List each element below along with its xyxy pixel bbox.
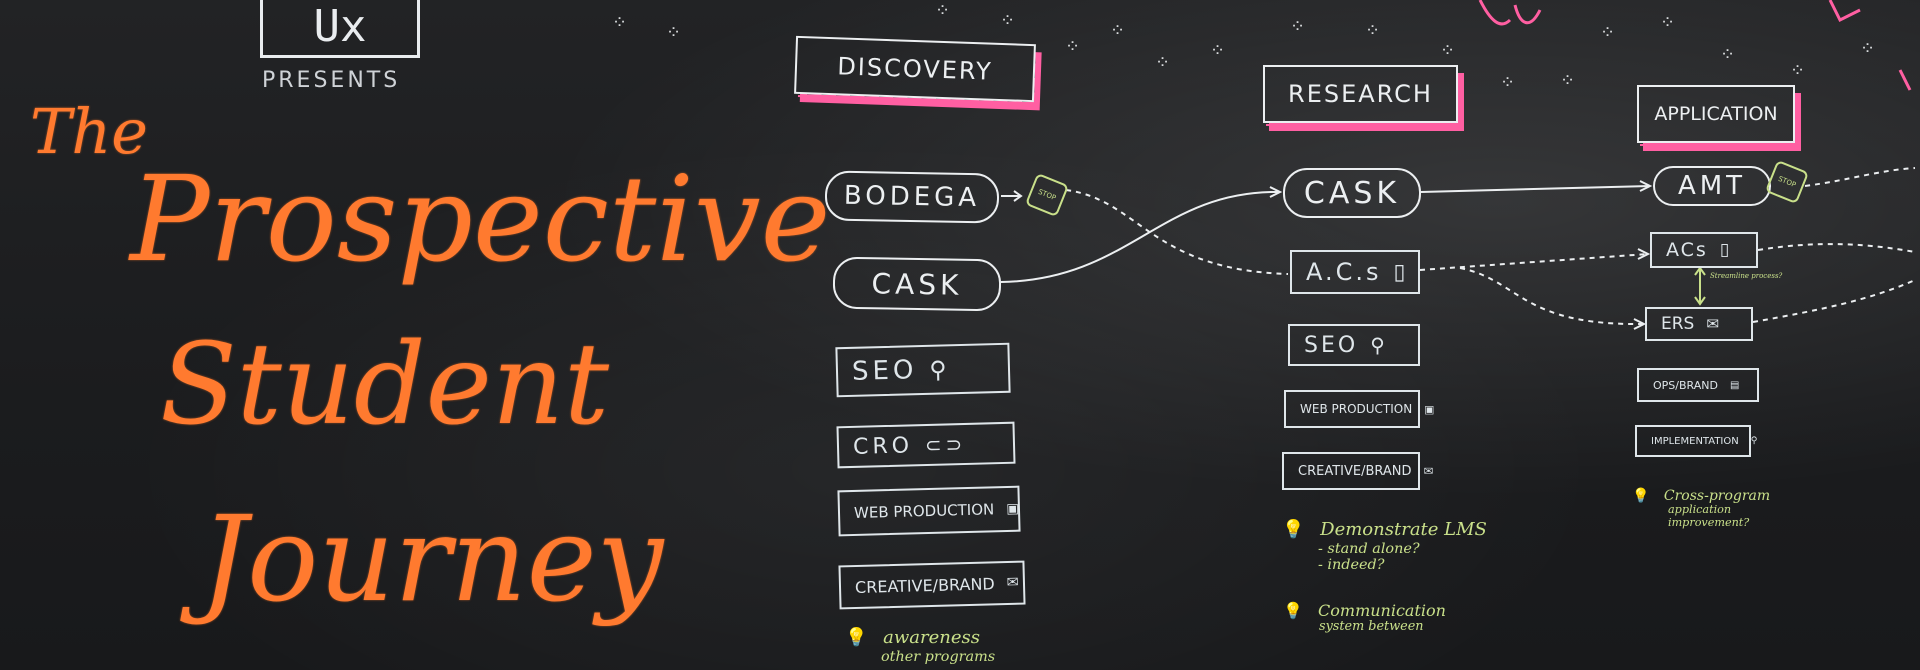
logo-text: Ux	[313, 1, 367, 52]
note-text: Cross-program	[1663, 488, 1771, 504]
node-label: WEB PRODUCTION	[1300, 402, 1413, 416]
bubble-doodle-icon: ⁘	[1600, 22, 1616, 43]
note-cross-program: 💡 Cross-program application improvement?	[1632, 488, 1770, 530]
bubble-doodle-icon: ⁘	[1560, 70, 1576, 91]
bubble-doodle-icon: ⁘	[1720, 44, 1736, 65]
computer-icon: ▣	[1006, 500, 1020, 517]
node-seo-research: SEO ⚲	[1288, 324, 1420, 366]
lightbulb-icon: 💡	[1283, 601, 1303, 620]
note-demonstrate-lms: 💡 Demonstrate LMS - stand alone? - indee…	[1282, 519, 1487, 574]
bubble-doodle-icon: ⁘	[1440, 40, 1456, 61]
phone-icon: ▯	[1393, 259, 1409, 285]
bubble-doodle-icon: ⁘	[1000, 10, 1016, 31]
node-label: ERS	[1661, 314, 1695, 334]
note-streamline: Streamline process?	[1710, 272, 1783, 280]
node-ers: ERS ✉	[1645, 307, 1753, 341]
node-label: SEO	[851, 355, 918, 387]
ux-logo: Ux	[260, 0, 420, 58]
node-implementation: IMPLEMENTATION ⚲	[1635, 425, 1757, 457]
node-cask-research: CASK	[1283, 168, 1421, 218]
node-label: WEB PRODUCTION	[853, 500, 995, 522]
bubble-doodle-icon: ⁘	[1155, 52, 1171, 73]
node-creative-brand-research: CREATIVE/BRAND ✉	[1282, 452, 1433, 490]
node-creative-brand-discovery: CREATIVE/BRAND ✉	[838, 560, 1026, 610]
note-text: Demonstrate LMS	[1320, 519, 1487, 540]
node-label: CREATIVE/BRAND	[854, 573, 995, 597]
bubble-doodle-icon: ⁘	[666, 22, 682, 43]
node-label: IMPLEMENTATION	[1651, 435, 1739, 447]
bubble-doodle-icon: ⁘	[1790, 60, 1806, 81]
node-label: A.C.s	[1306, 258, 1382, 286]
node-web-production-research: WEB PRODUCTION ▣	[1284, 390, 1434, 428]
note-subtext: application	[1668, 503, 1732, 517]
lightbulb-icon: 💡	[1632, 488, 1650, 504]
phone-icon: ⚲	[1750, 436, 1758, 446]
node-acs-application: ACs ▯	[1650, 232, 1758, 268]
node-amt: AMT	[1653, 166, 1771, 206]
bubble-doodle-icon: ⁘	[1290, 16, 1306, 37]
node-web-production-discovery: WEB PRODUCTION ▣	[837, 485, 1021, 537]
bubble-doodle-icon: ⁘	[1860, 38, 1876, 59]
stage-research: RESEARCH	[1263, 65, 1458, 123]
node-ops-brand: OPS/BRAND ▤	[1637, 368, 1759, 402]
bubble-doodle-icon: ⁘	[612, 12, 628, 33]
lightbulb-icon: 💡	[1282, 519, 1305, 540]
computer-icon: ▤	[1729, 379, 1740, 391]
lightbulb-icon: 💡	[845, 627, 868, 648]
bubble-doodle-icon: ⁘	[1110, 20, 1126, 41]
node-label: SEO	[1304, 332, 1359, 358]
envelope-icon: ✉	[1706, 315, 1720, 333]
magnifier-icon: ⚲	[1370, 333, 1388, 357]
bubble-doodle-icon: ⁘	[935, 0, 951, 21]
title-the: The	[30, 95, 148, 168]
note-communication: 💡 Communication system between	[1283, 601, 1446, 635]
envelope-icon: ✉	[1423, 464, 1434, 478]
phone-icon: ▯	[1719, 240, 1732, 260]
presents-label: PRESENTS	[262, 68, 401, 93]
bubble-doodle-icon: ⁘	[1210, 40, 1226, 61]
bubble-doodle-icon: ⁘	[1660, 12, 1676, 33]
stage-discovery: DISCOVERY	[794, 35, 1036, 103]
note-subtext: system between	[1319, 619, 1424, 635]
envelope-icon: ✉	[1006, 574, 1019, 592]
go-icon: ⊂⊃	[924, 432, 967, 457]
node-label: CRO	[852, 432, 914, 460]
title-student: Student	[160, 320, 609, 450]
node-label: OPS/BRAND	[1653, 378, 1718, 392]
node-cask-discovery: CASK	[832, 256, 1002, 312]
computer-icon: ▣	[1424, 402, 1435, 416]
node-bodega: BODEGA	[824, 170, 1000, 224]
magnifier-icon: ⚲	[929, 355, 951, 384]
note-awareness: 💡 awareness other programs	[845, 627, 996, 665]
note-subtext: improvement?	[1668, 515, 1750, 529]
node-cro: CRO ⊂⊃	[836, 421, 1016, 469]
title-prospective: Prospective	[130, 150, 831, 288]
bubble-doodle-icon: ⁘	[1500, 72, 1516, 93]
note-text: Communication	[1318, 601, 1446, 620]
node-label: ACs	[1666, 239, 1708, 261]
note-text: awareness	[883, 627, 981, 648]
stage-application: APPLICATION	[1637, 85, 1795, 143]
title-journey: Journey	[200, 490, 664, 628]
note-subtext: other programs	[881, 648, 996, 665]
node-seo-discovery: SEO ⚲	[835, 342, 1011, 398]
bubble-doodle-icon: ⁘	[1365, 20, 1381, 41]
node-acs-research: A.C.s ▯	[1290, 250, 1420, 294]
note-subtext: - stand alone?	[1318, 540, 1420, 557]
node-label: CREATIVE/BRAND	[1298, 463, 1412, 479]
note-subtext: - indeed?	[1318, 557, 1385, 574]
bubble-doodle-icon: ⁘	[1065, 36, 1081, 57]
